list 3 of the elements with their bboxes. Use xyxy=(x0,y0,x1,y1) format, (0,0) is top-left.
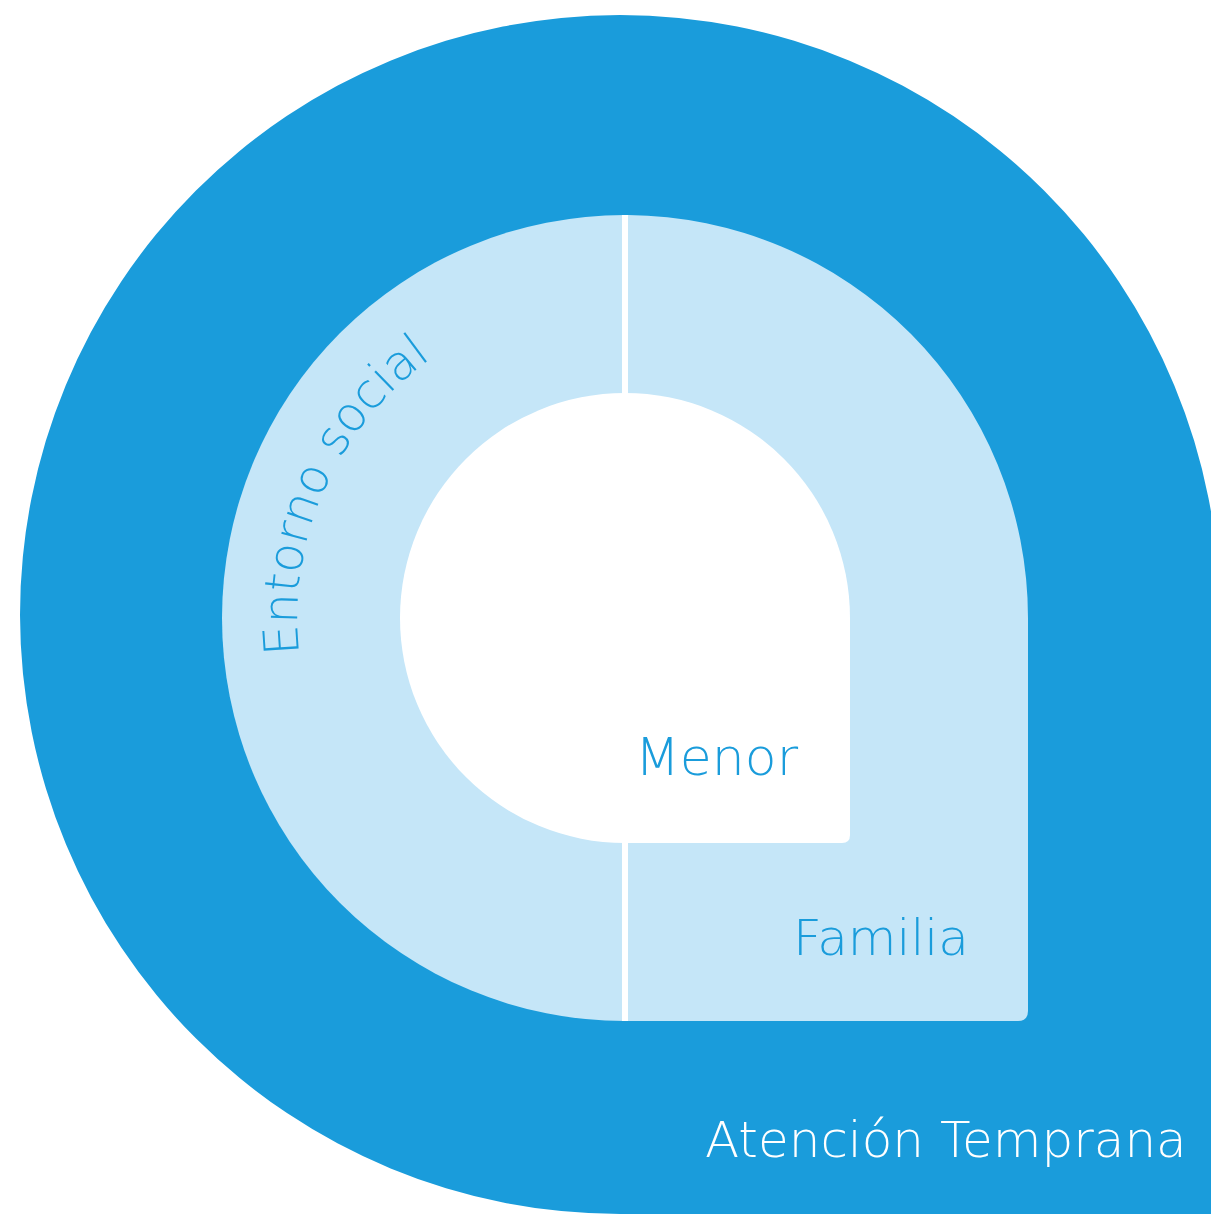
region-label: Atención Temprana xyxy=(705,1111,1187,1169)
region-label: Familia xyxy=(793,909,969,967)
region-label: Menor xyxy=(635,727,798,787)
